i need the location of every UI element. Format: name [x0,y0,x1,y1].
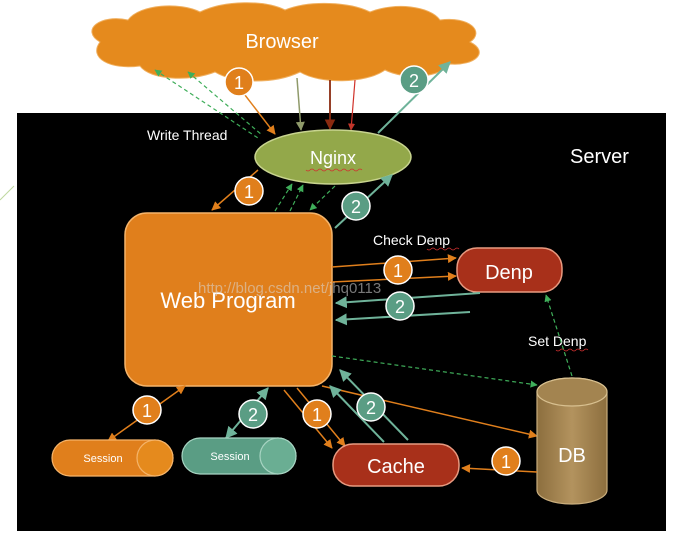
nginx-spellcheck-underline [305,168,363,172]
write-thread-label: Write Thread [147,127,227,143]
set-denp-label: Set Denp [528,333,587,349]
badge-1-web-session: 1 [132,395,162,425]
svg-text:1: 1 [244,182,254,202]
svg-text:1: 1 [393,261,403,281]
badge-1-web-cache: 1 [302,399,332,429]
arrow-web-nginx-green-dashed-1 [274,183,293,212]
denp-label: Denp [485,262,533,284]
arrow-nginx-web-green-dashed [309,185,336,211]
badge-1-nginx-web: 1 [234,176,264,206]
arrow-nginx-browser-teal [377,61,451,134]
svg-text:1: 1 [234,73,244,93]
svg-text:1: 1 [501,452,511,472]
badge-2-denp-web: 2 [385,291,415,321]
badge-2-cache-web: 2 [356,392,386,422]
browser-cloud [91,2,480,82]
arrow-browser-nginx-olive [295,77,305,131]
arrow-web-nginx-green-dashed-2 [289,184,304,212]
web-program-label: Web Program [160,288,295,313]
session-left-label: Session [83,453,122,465]
db-node [536,377,608,505]
check-denp-label: Check Denp [373,232,450,248]
arrow-browser-nginx-red [347,79,356,131]
svg-text:1: 1 [142,401,152,421]
session-right-node [181,437,297,475]
badge-1-browser-nginx: 1 [224,67,254,97]
watermark-text: http://blog.csdn.net/jhq0113 [198,280,381,297]
slide-corner-line [0,185,15,201]
badge-2-web-session: 2 [238,399,268,429]
svg-text:2: 2 [395,297,405,317]
arrow-cache-web-teal-1 [329,385,385,443]
session-right-label: Session [210,451,249,463]
arrow-db-denp-dashed [544,294,573,377]
badge-2-nginx-browser: 2 [399,65,429,95]
check-denp-underline [426,247,460,251]
set-denp-underline [555,348,589,352]
svg-text:2: 2 [248,405,258,425]
badge-1-web-denp: 1 [383,255,413,285]
denp-node [456,247,563,293]
svg-text:2: 2 [351,197,361,217]
badge-2-web-nginx: 2 [341,191,371,221]
db-label: DB [558,445,586,467]
nginx-label: Nginx [310,148,356,168]
svg-text:2: 2 [366,398,376,418]
badge-1-db-cache: 1 [491,446,521,476]
server-label: Server [570,146,629,168]
cache-node [332,443,460,487]
arrow-browser-nginx-dashed-2 [187,71,263,136]
cache-label: Cache [367,456,425,478]
svg-text:1: 1 [312,405,322,425]
browser-label: Browser [245,31,319,53]
session-left-node [51,439,174,477]
web-program-node [124,212,333,387]
nginx-node [254,129,412,185]
arrow-web-db-orange [321,385,538,439]
svg-text:2: 2 [409,71,419,91]
